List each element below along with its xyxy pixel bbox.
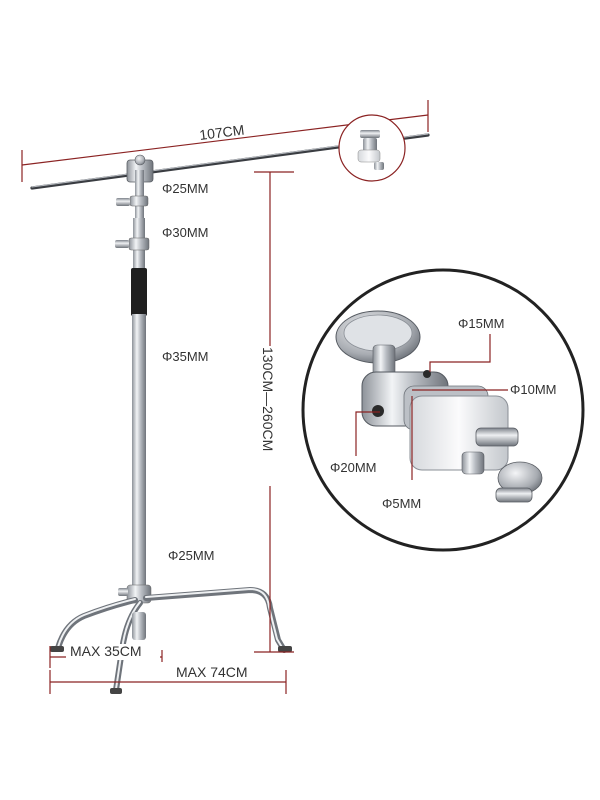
detail-callouts: [355, 334, 508, 480]
base-tube-label: Φ25MM: [168, 548, 215, 563]
riser-1-label: Φ25MM: [162, 181, 209, 196]
leg-long-dimension: MAX 74CM: [49, 664, 287, 694]
stand-pole: [115, 170, 152, 604]
main-pole-label: Φ35MM: [162, 349, 209, 364]
knob-diameter-label: Φ15MM: [458, 316, 505, 331]
height-dimension: 130CM—260CM: [254, 171, 294, 653]
body-diameter-label: Φ20MM: [330, 460, 377, 475]
leg-short-label: MAX 35CM: [70, 643, 142, 659]
leg-short-dimension: MAX 35CM: [49, 643, 163, 668]
riser-2-label: Φ30MM: [162, 225, 209, 240]
height-range-label: 130CM—260CM: [260, 347, 276, 451]
arm-length-label: 107CM: [198, 122, 245, 143]
leg-long-label: MAX 74CM: [176, 664, 248, 680]
hole-10-label: Φ10MM: [510, 382, 557, 397]
hole-5-label: Φ5MM: [382, 496, 421, 511]
grip-head-detail: [301, 268, 585, 552]
grip-head-thumbnail: [338, 114, 406, 182]
